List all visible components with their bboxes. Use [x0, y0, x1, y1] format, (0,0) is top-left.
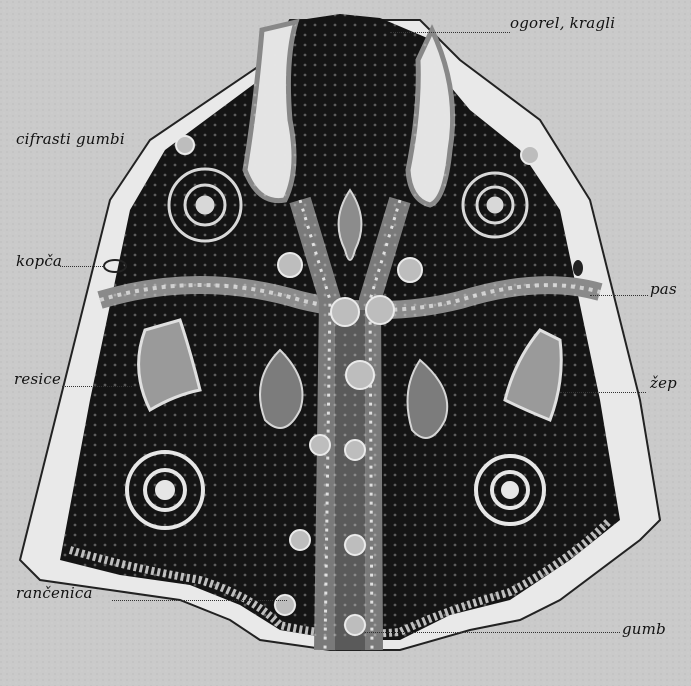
leader-kopca	[60, 266, 105, 267]
label-kopca: kopča	[16, 252, 62, 270]
leader-ogorel	[390, 32, 510, 33]
leader-rancenica	[112, 600, 287, 601]
leader-pas	[590, 295, 648, 296]
label-pas: pas	[650, 280, 677, 298]
label-cifrasti-gumbi: cifrasti gumbi	[16, 130, 125, 148]
label-rancenica: rančenica	[16, 584, 93, 602]
label-resice: resice	[14, 370, 61, 388]
leader-resice	[62, 386, 132, 387]
label-ogorel: ogorel, kragli	[510, 14, 615, 32]
label-gumb: gumb	[622, 620, 666, 638]
leader-zep	[560, 392, 646, 393]
label-zep: žep	[650, 374, 677, 392]
leader-gumb	[365, 632, 620, 633]
